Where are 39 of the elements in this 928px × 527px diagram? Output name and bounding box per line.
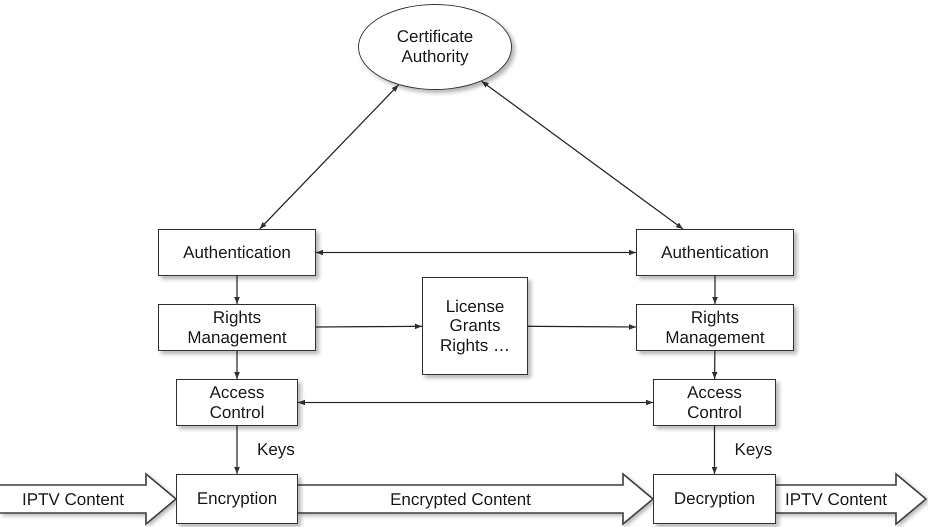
arrow [712,426,718,474]
arrow [234,426,240,474]
arrow [298,400,653,406]
arrow [316,250,636,256]
edge-label: IPTV Content [784,490,888,508]
node-label: Authentication [660,242,770,262]
process-box [636,229,794,276]
arrow [528,324,636,330]
arrow [316,324,422,330]
process-box [176,474,298,524]
block-arrow [297,472,654,526]
arrow [234,351,240,379]
arrow [712,351,718,379]
edge-label: IPTV Content [22,490,124,508]
edge-label: Keys [257,441,295,458]
process-box [636,304,794,351]
node-label: Encryption [196,489,278,509]
node-label: Access Control [208,382,266,422]
process-box [158,229,316,276]
node-label: Rights Management [186,308,288,348]
process-box [653,474,776,524]
node-label: Rights Management [664,308,766,348]
arrow [481,80,684,230]
node-label: License Grants Rights … [439,296,511,356]
process-box [176,379,298,426]
process-box [653,379,776,426]
process-box [158,304,316,351]
arrow [712,276,718,304]
arrow [234,276,240,304]
edge-label: Encrypted Content [390,490,531,508]
process-box [422,277,528,375]
block-arrow [775,472,928,526]
node-label: Decryption [672,489,756,509]
edge-label: Keys [734,441,772,458]
block-arrow [0,472,178,526]
node-label: Authentication [182,242,292,262]
arrow [259,84,399,230]
node-label: Access Control [686,382,743,422]
node-label: Certificate Authority [396,27,474,67]
